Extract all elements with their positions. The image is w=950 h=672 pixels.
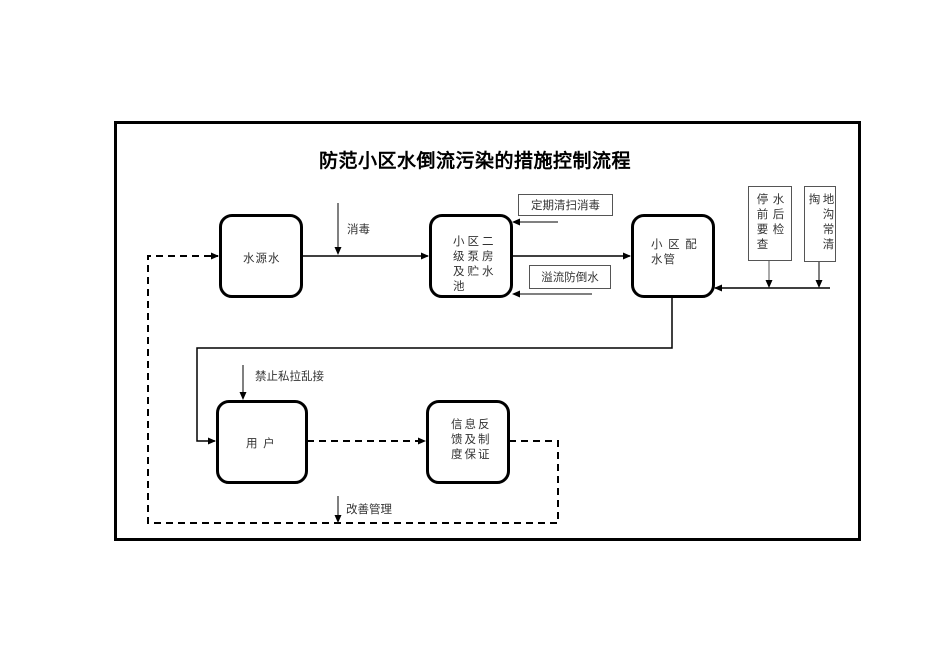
text-line: 小 区 配 xyxy=(651,237,698,251)
diagram-frame xyxy=(114,121,861,541)
label-regular-clean: 定期清扫消毒 xyxy=(518,194,613,216)
text-line: 池 xyxy=(453,279,468,293)
text-line: 信息反 xyxy=(451,417,492,431)
node-pump-room: 小区二 级泵房 及贮水 池 xyxy=(429,214,513,298)
stop-water-check-col2: 水后检 xyxy=(772,192,785,236)
text-line: 及贮水 xyxy=(453,264,497,278)
node-user-label: 用 户 xyxy=(246,436,276,450)
arrow-pipe-to-user xyxy=(196,297,673,445)
label-disinfect: 消毒 xyxy=(347,222,370,236)
node-feedback: 信息反 馈及制 度保证 xyxy=(426,400,510,484)
node-water-source: 水源水 xyxy=(219,214,303,298)
stop-water-check-col1: 停前要查 xyxy=(756,192,769,251)
node-user: 用 户 xyxy=(216,400,308,484)
node-pipe-network-label: 小 区 配 水管 xyxy=(651,237,698,267)
node-feedback-label: 信息反 馈及制 度保证 xyxy=(451,417,492,462)
clean-drain-col1: 掏 xyxy=(808,192,821,206)
arrow-feedback-loop xyxy=(147,252,559,524)
label-no-illegal-connection: 禁止私拉乱接 xyxy=(255,369,324,383)
text-line: 小区二 xyxy=(453,234,497,248)
label-overflow: 溢流防倒水 xyxy=(529,265,611,289)
diagram-title: 防范小区水倒流污染的措施控制流程 xyxy=(318,150,631,172)
clean-drain-col2: 地沟常清 xyxy=(822,192,835,251)
box-clean-drain: 掏 地沟常清 xyxy=(804,186,836,262)
node-pipe-network: 小 区 配 水管 xyxy=(631,214,715,298)
label-improve-management: 改善管理 xyxy=(346,502,392,516)
node-pump-room-label: 小区二 级泵房 及贮水 池 xyxy=(453,234,497,294)
text-line: 水管 xyxy=(651,252,676,266)
text-line: 度保证 xyxy=(451,447,492,461)
box-stop-water-check: 停前要查 水后检 xyxy=(748,186,792,261)
text-line: 馈及制 xyxy=(451,432,492,446)
text-line: 级泵房 xyxy=(453,249,497,263)
node-water-source-label: 水源水 xyxy=(243,251,281,265)
